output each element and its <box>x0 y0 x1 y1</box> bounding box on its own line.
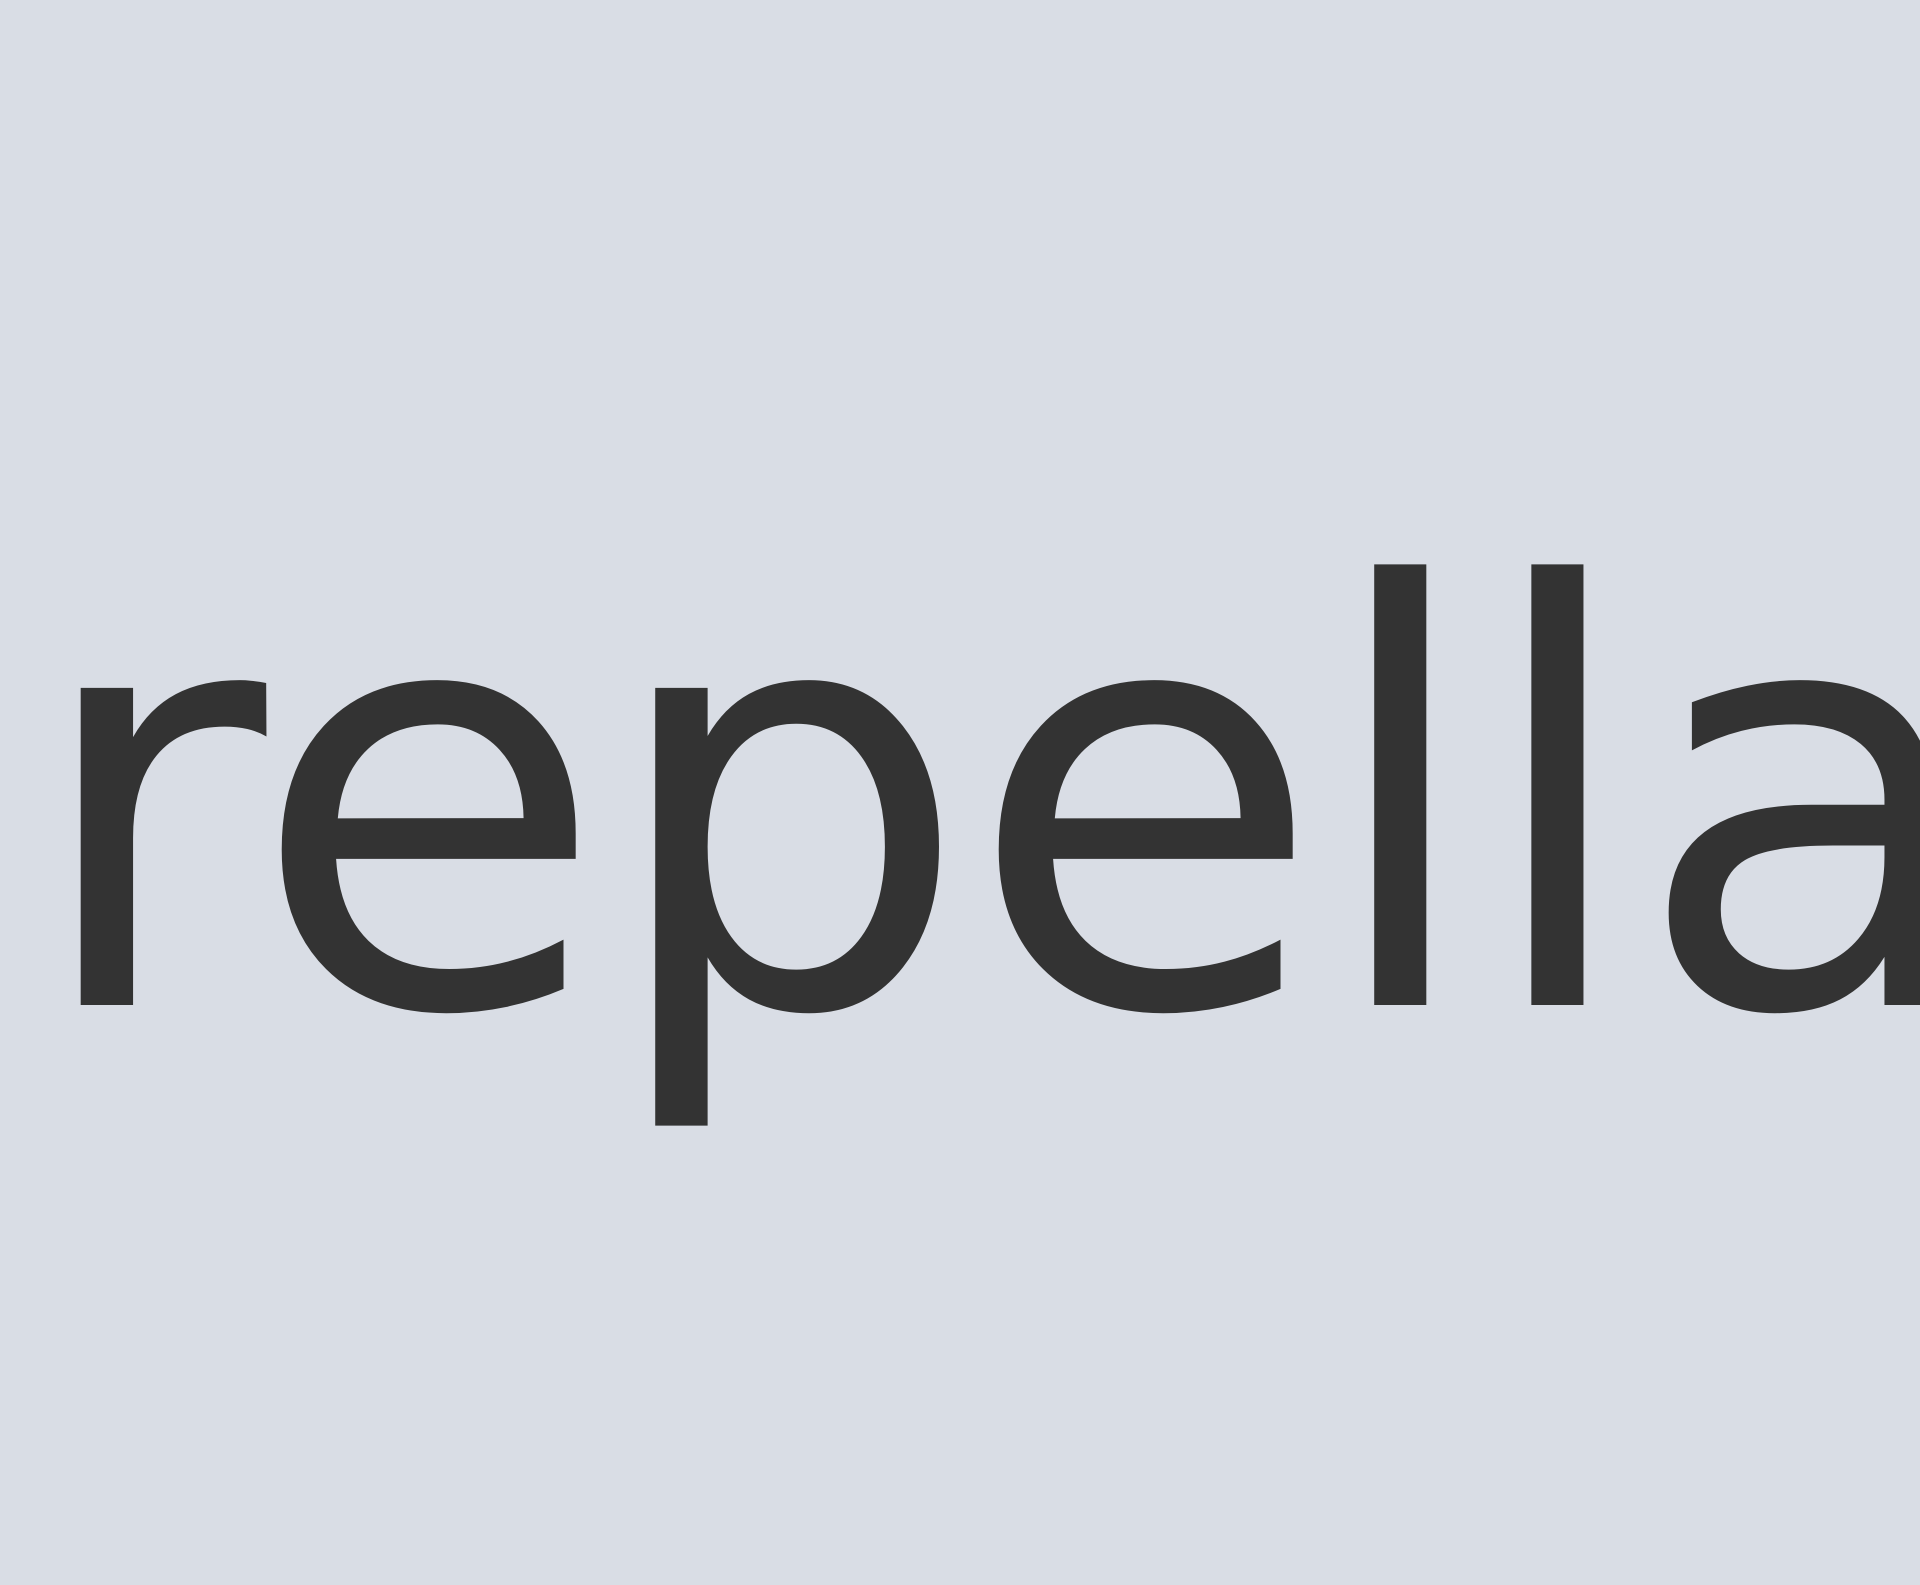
displayed-word: repellat <box>28 467 1920 1142</box>
